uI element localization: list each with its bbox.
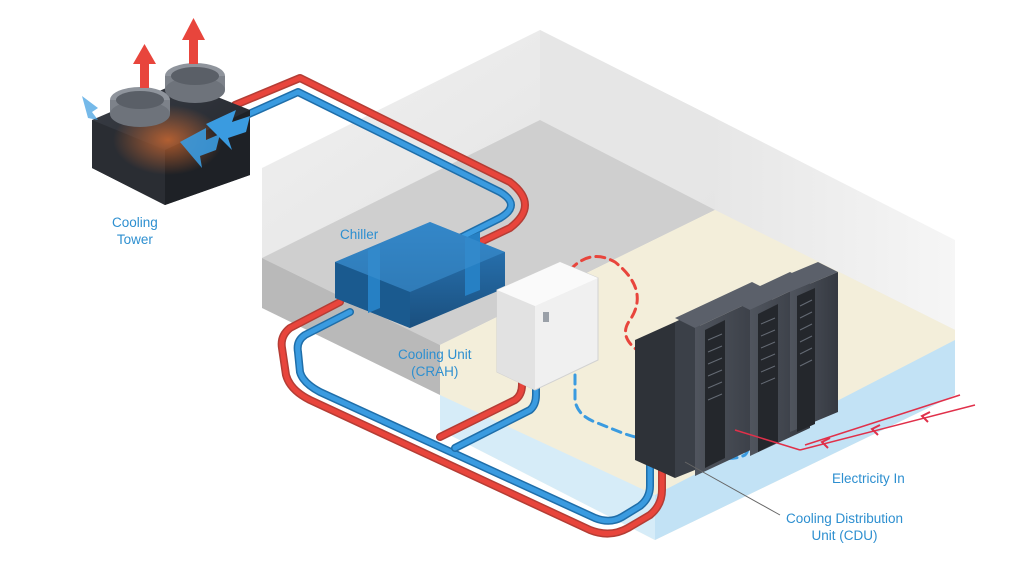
- rack-3: [770, 262, 838, 432]
- cooling-unit-label: Cooling Unit (CRAH): [398, 347, 472, 379]
- chiller: [335, 222, 505, 328]
- rack-grille: [707, 299, 813, 401]
- crah-hot-air-return: [568, 255, 702, 382]
- intake-arrow-icon: [82, 96, 250, 168]
- electricity-line: [734, 394, 976, 451]
- chiller-label: Chiller: [340, 227, 379, 242]
- cooling-unit-crah: [496, 261, 599, 391]
- cdu-label: Cooling Distribution Unit (CDU): [786, 511, 904, 543]
- cdu-leader-line: [684, 461, 781, 516]
- cooling-tower: [82, 18, 250, 205]
- cooling-tower-label: Cooling Tower: [112, 215, 158, 247]
- exhaust-arrow-icon: [133, 18, 205, 88]
- flow-arrow-icon: [820, 411, 931, 449]
- electricity-in-label: Electricity In: [832, 471, 905, 486]
- server-racks: [635, 262, 838, 478]
